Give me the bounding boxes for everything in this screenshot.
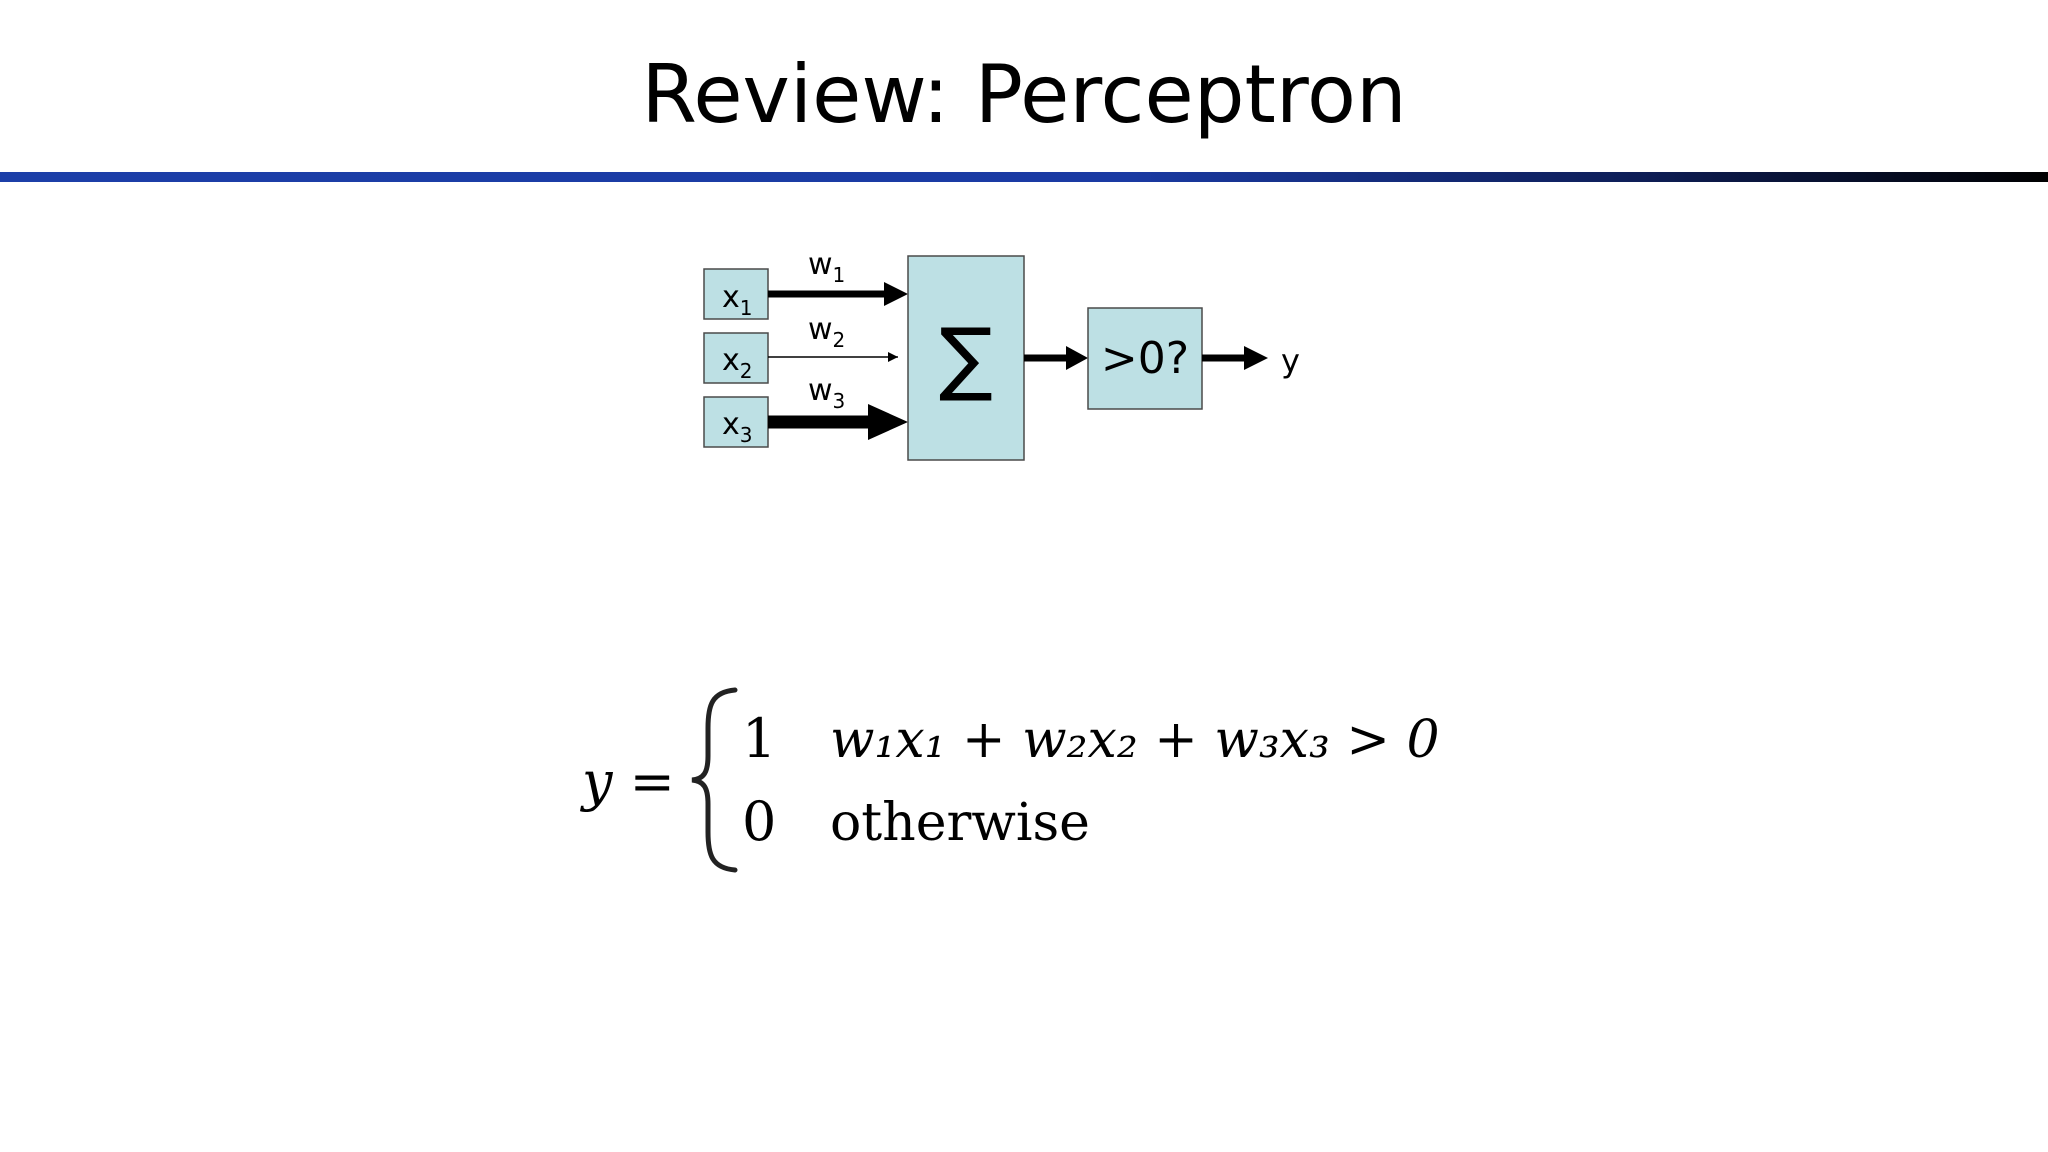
weight-arrow-w1 <box>768 282 908 306</box>
arrow-sum-to-threshold <box>1024 346 1088 370</box>
case1-value: 1 <box>742 707 776 770</box>
input-box-x2 <box>703 332 769 384</box>
weight-arrow-w3 <box>768 404 908 440</box>
weight-label-w1: w1 <box>808 247 845 287</box>
input-box-x3 <box>703 396 769 448</box>
left-brace-icon <box>691 687 738 873</box>
formula-lhs: y = <box>580 750 675 813</box>
weight-label-w3: w3 <box>808 373 845 413</box>
title-divider <box>0 172 2048 182</box>
arrow-threshold-to-output <box>1202 346 1268 370</box>
threshold-label: >0? <box>1101 333 1189 384</box>
threshold-box <box>1087 307 1203 410</box>
summation-box <box>907 255 1025 461</box>
case1-condition: w₁x₁ + w₂x₂ + w₃x₃ > 0 <box>830 710 1440 770</box>
input-box-x1 <box>703 268 769 320</box>
input-label-x2: x2 <box>722 343 753 383</box>
output-label: y <box>1281 342 1300 380</box>
sigma-icon: ∑ <box>939 311 993 404</box>
input-label-x3: x3 <box>722 407 753 447</box>
weight-label-w2: w2 <box>808 312 845 352</box>
case2-condition: otherwise <box>830 793 1090 853</box>
case2-value: 0 <box>742 790 776 853</box>
slide-title: Review: Perceptron <box>641 48 1407 141</box>
input-label-x1: x1 <box>722 280 753 320</box>
